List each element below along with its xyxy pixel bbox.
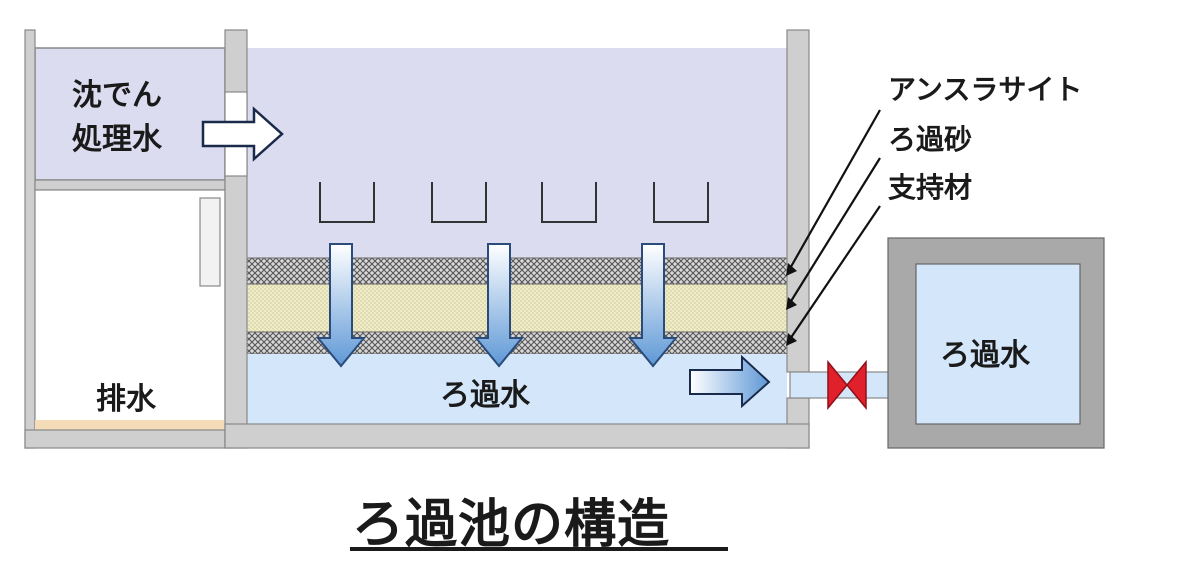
support-gravel-label: 支持材 [888,171,973,204]
drain-bottom-wall [24,429,226,449]
filter-sand-layer [246,283,788,333]
title-underline [350,547,728,551]
settled-water-label-line1: 沈でん [72,78,162,113]
leader-lines [787,109,881,343]
settled-water-label-line2: 処理水 [72,122,162,157]
flow-down-arrow-1 [315,243,367,368]
left-outer-wall [24,29,36,449]
trough-4 [653,182,709,223]
drain-floor [35,420,225,430]
divider-shelf [34,179,226,191]
support-gravel-arrowhead [786,333,797,346]
filter-sand-label: ろ過砂 [888,123,973,156]
support-gravel-leader [787,205,881,343]
trough-2 [431,182,487,223]
leader-arrowheads [786,263,797,346]
valve-icon [827,359,867,411]
settled-water-chamber [34,47,226,181]
inlet-arrow [201,106,284,162]
flow-down-arrow-3 [627,243,679,368]
diagram-title: ろ過池の構造 [352,495,671,555]
anthracite-label: アンスラサイト [888,73,1083,106]
outlet-arrow [689,354,771,409]
filter-sand-leader [787,157,881,307]
filtered-water-tank [915,263,1081,425]
anthracite-leader [787,109,881,273]
drain-slot [199,197,221,287]
flow-down-arrow-2 [473,243,525,368]
anthracite-layer [246,257,788,285]
tank-filtered-water-label: ろ過水 [940,338,1030,373]
basin-right-wall [786,29,810,373]
filter-sand-arrowhead [786,297,797,310]
trough-3 [541,182,597,223]
anthracite-arrowhead [786,263,797,276]
basin-water-upper [247,48,787,258]
basin-floor [224,423,810,449]
trough-1 [319,182,375,223]
basin-filtered-water-label: ろ過水 [440,378,530,413]
drain-label: 排水 [96,382,156,417]
